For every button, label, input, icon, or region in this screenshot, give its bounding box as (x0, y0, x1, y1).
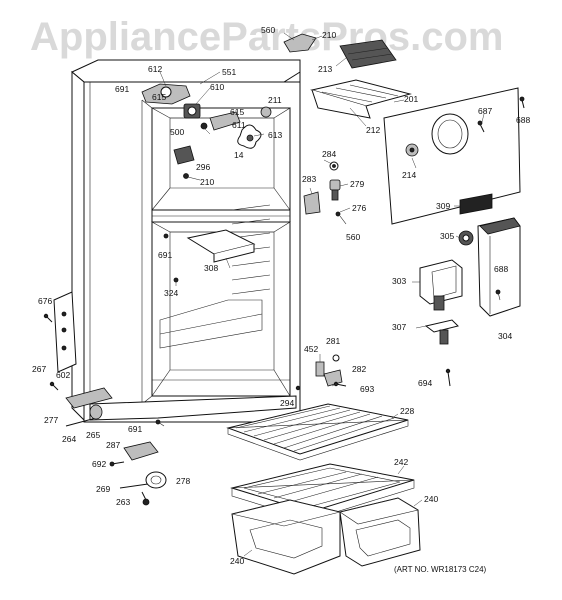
part-label-691c: 691 (128, 424, 142, 434)
hinge-parts (43, 291, 77, 391)
part-label-560b: 560 (346, 232, 360, 242)
part-label-267: 267 (32, 364, 46, 374)
part-label-276: 276 (352, 203, 366, 213)
art-number: (ART NO. WR18173 C24) (394, 565, 487, 574)
part-label-500: 500 (170, 127, 184, 137)
part-label-214: 214 (402, 170, 416, 180)
part-label-304: 304 (498, 331, 512, 341)
part-label-283: 283 (302, 174, 316, 184)
part-label-210: 210 (322, 30, 336, 40)
part-label-676: 676 (38, 296, 52, 306)
part-label-308: 308 (204, 263, 218, 273)
freezer-shelf-support (163, 229, 256, 283)
part-label-324: 324 (164, 288, 178, 298)
part-label-281: 281 (326, 336, 340, 346)
part-label-307: 307 (392, 322, 406, 332)
part-label-282: 282 (352, 364, 366, 374)
leader-lines (159, 32, 485, 557)
part-label-284: 284 (322, 149, 336, 159)
part-label-688: 688 (516, 115, 530, 125)
part-label-611: 611 (232, 120, 246, 130)
part-label-14: 14 (234, 150, 244, 160)
part-label-305: 305 (440, 231, 454, 241)
part-label-615b: 615 (230, 107, 244, 117)
top-parts (283, 33, 525, 225)
part-label-212: 212 (366, 125, 380, 135)
part-label-240a: 240 (230, 556, 244, 566)
part-label-287: 287 (106, 440, 120, 450)
part-label-240b: 240 (424, 494, 438, 504)
part-label-309: 309 (436, 201, 450, 211)
part-label-691: 691 (115, 84, 129, 94)
bottom-hinge-parts (65, 387, 167, 506)
right-side-parts (419, 193, 521, 345)
part-label-560: 560 (261, 25, 275, 35)
part-label-201: 201 (404, 94, 418, 104)
part-label-615: 615 (152, 92, 166, 102)
part-label-269: 269 (96, 484, 110, 494)
part-label-610: 610 (210, 82, 224, 92)
part-labels: 560 210 213 201 212 687 688 612 691 615 … (32, 25, 530, 566)
part-label-612: 612 (148, 64, 162, 74)
part-label-228: 228 (400, 406, 414, 416)
part-label-613: 613 (268, 130, 282, 140)
cold-control-parts (303, 161, 347, 225)
part-label-279: 279 (350, 179, 364, 189)
part-label-277: 277 (44, 415, 58, 425)
part-label-294: 294 (280, 398, 294, 408)
part-label-211: 211 (268, 95, 282, 105)
part-label-602: 602 (56, 370, 70, 380)
part-label-691b: 691 (158, 250, 172, 260)
part-label-213: 213 (318, 64, 332, 74)
evaporator-fan-assembly (141, 83, 272, 181)
part-label-303: 303 (392, 276, 406, 286)
part-label-692: 692 (92, 459, 106, 469)
part-label-210b: 210 (200, 177, 214, 187)
watermark-text: AppliancePartsPros.com (30, 15, 504, 59)
part-label-687: 687 (478, 106, 492, 116)
door-stop-parts (295, 354, 451, 391)
part-label-278: 278 (176, 476, 190, 486)
part-label-452: 452 (304, 344, 318, 354)
part-label-264: 264 (62, 434, 76, 444)
shelves-and-drawers (226, 403, 421, 575)
part-label-694: 694 (418, 378, 432, 388)
part-label-242: 242 (394, 457, 408, 467)
part-label-263: 263 (116, 497, 130, 507)
part-label-693: 693 (360, 384, 374, 394)
part-label-296: 296 (196, 162, 210, 172)
part-label-551: 551 (222, 67, 236, 77)
part-label-265: 265 (86, 430, 100, 440)
part-label-688b: 688 (494, 264, 508, 274)
